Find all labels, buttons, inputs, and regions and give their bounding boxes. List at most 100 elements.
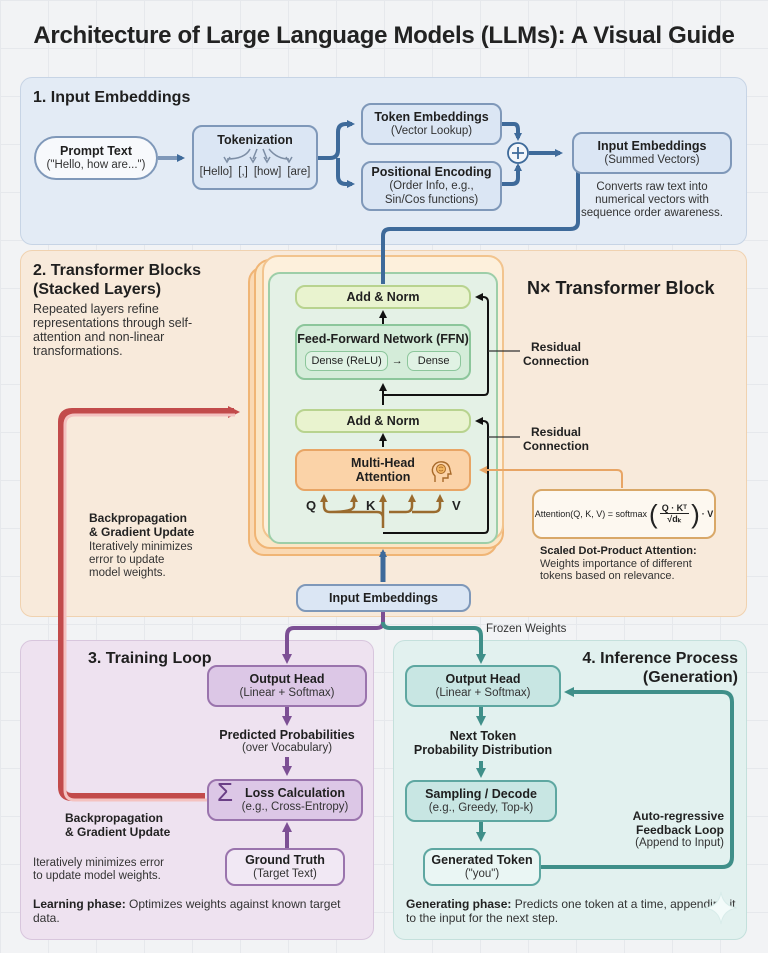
sparkle-icon [704,891,738,925]
generated-sub: ("you") [464,868,500,880]
desc-line: representations through self- [33,316,193,330]
paren-open: ( [649,499,658,529]
positional-encoding-sub: (Order Info, e.g., [389,180,474,192]
loss-sub: (e.g., Cross-Entropy) [241,801,349,813]
predicted-sub: (over Vocabulary) [241,742,333,754]
input-embeddings-node: Input Embeddings [296,584,471,612]
transformer-block-inner [268,272,498,544]
token: [how] [253,166,282,178]
sampling-title: Sampling / Decode [425,787,537,801]
token-embeddings-title: Token Embeddings [374,110,489,124]
generated-token-node: Generated Token ("you") [423,848,541,886]
section1-note: Converts raw text into numerical vectors… [572,181,732,220]
dense-node: Dense [406,351,461,371]
q-label: Q [306,498,317,513]
inference-output-head-node: Output Head (Linear + Softmax) [405,665,561,707]
attention-formula: Attention(Q, K, V) = softmax ( Q · Kᵀ √d… [532,489,716,539]
backprop-title: Backpropagation [89,511,188,525]
attention-title: Multi-Head [351,456,415,470]
residual-line: Residual [530,340,581,354]
backprop-title: & Gradient Update [65,825,171,839]
add-norm-bottom: Add & Norm [295,409,471,433]
section2-desc: Repeated layers refine representations t… [33,302,192,358]
input-embeddings-sub: (Summed Vectors) [604,154,700,166]
backprop-desc: Iteratively minimizes [89,541,193,553]
multi-head-attention-node: Multi-Head Attention [295,449,471,491]
prompt-title: Prompt Text [60,144,132,158]
frozen-weights-label: Frozen Weights [486,623,567,635]
formula-note-line: tokens based on relevance. [540,570,675,582]
backprop-desc: error to update [89,554,165,566]
add-norm-label: Add & Norm [346,414,420,428]
attention-title: Attention [355,470,411,484]
residual-line: Residual [530,425,581,439]
section4-title-line: (Generation) [642,669,738,686]
v-label: V [452,498,461,513]
section4-title-line: 4. Inference Process [582,650,738,667]
generated-title: Generated Token [431,853,533,867]
residual-line: Connection [523,439,589,453]
output-head-title: Output Head [249,672,325,686]
residual-connection-label-bottom: Residual Connection [523,425,589,453]
positional-encoding-node: Positional Encoding (Order Info, e.g., S… [361,161,502,211]
loop-sub: (Append to Input) [635,837,724,849]
formula-note-line: Weights importance of different [540,557,692,570]
section3-title: 3. Training Loop [88,650,212,667]
phase-label: Generating phase: [406,897,512,911]
paren-close: ) [691,499,700,529]
sampling-sub: (e.g., Greedy, Top-k) [428,802,534,814]
arrow-right-icon: → [391,355,403,367]
input-embeddings-summed-node: Input Embeddings (Summed Vectors) [572,132,732,174]
ground-truth-sub: (Target Text) [253,868,317,880]
backprop-note-lower: Backpropagation & Gradient Update [65,811,170,839]
positional-encoding-title: Positional Encoding [371,165,492,179]
input-embeddings-label: Input Embeddings [328,591,439,605]
learning-phase-note: Learning phase: Optimizes weights agains… [33,897,363,925]
loop-title: Feedback Loop [635,823,724,837]
output-head-sub: (Linear + Softmax) [239,687,335,699]
token-split-arrows-icon [223,148,293,164]
token: [,] [238,166,248,178]
desc-line: transformations. [33,344,123,358]
desc-line: attention and non-linear [33,330,165,344]
input-embeddings-title: Input Embeddings [597,139,707,153]
next-token-title: Next Token [449,729,517,743]
token-embeddings-sub: (Vector Lookup) [390,125,473,137]
loop-title: Auto-regressive [632,809,724,823]
loss-calculation-node: Σ Loss Calculation (e.g., Cross-Entropy) [207,779,363,821]
add-norm-label: Add & Norm [346,290,420,304]
next-token-distribution: Next Token Probability Distribution [405,729,561,757]
formula-fraction: Q · Kᵀ √dₖ [659,503,690,525]
formula-rhs: · V [701,509,714,519]
formula-note: Scaled Dot-Product Attention: Weights im… [540,545,697,583]
backprop-desc: model weights. [89,567,166,579]
residual-line: Connection [523,354,589,368]
output-head-title: Output Head [445,672,521,686]
backprop-note-upper: Backpropagation & Gradient Update Iterat… [89,511,194,580]
head-brain-icon [431,461,452,482]
note-line: numerical vectors with [595,194,709,206]
section2-title-line: (Stacked Layers) [33,281,162,298]
sampling-decode-node: Sampling / Decode (e.g., Greedy, Top-k) [405,780,557,822]
note-line: Converts raw text into [596,181,708,193]
output-head-sub: (Linear + Softmax) [435,687,531,699]
section2-title-line: 2. Transformer Blocks [33,262,202,279]
tokenization-node: Tokenization [Hello] [,] [how] [are] [192,125,318,190]
backprop-desc: to update model weights. [33,870,161,882]
token: [are] [287,166,311,178]
nx-transformer-block-label: N× Transformer Block [527,278,715,298]
residual-connection-label-top: Residual Connection [523,340,589,368]
phase-text: Predicts one token at a time, appending … [406,897,736,925]
formula-denominator: √dₖ [667,514,682,524]
section1-title: 1. Input Embeddings [33,89,191,106]
generating-phase-note: Generating phase: Predicts one token at … [406,897,736,925]
section4-title: 4. Inference Process (Generation) [560,649,738,687]
k-label: K [366,498,376,513]
predicted-probabilities: Predicted Probabilities (over Vocabulary… [207,728,367,754]
autoregressive-loop-label: Auto-regressive Feedback Loop (Append to… [600,809,724,849]
formula-numerator: Q · Kᵀ [659,503,690,514]
backprop-desc-lower: Iteratively minimizes error to update mo… [33,857,164,883]
predicted-title: Predicted Probabilities [219,728,355,742]
next-token-title: Probability Distribution [413,743,553,757]
prompt-sub: ("Hello, how are...") [46,159,146,171]
